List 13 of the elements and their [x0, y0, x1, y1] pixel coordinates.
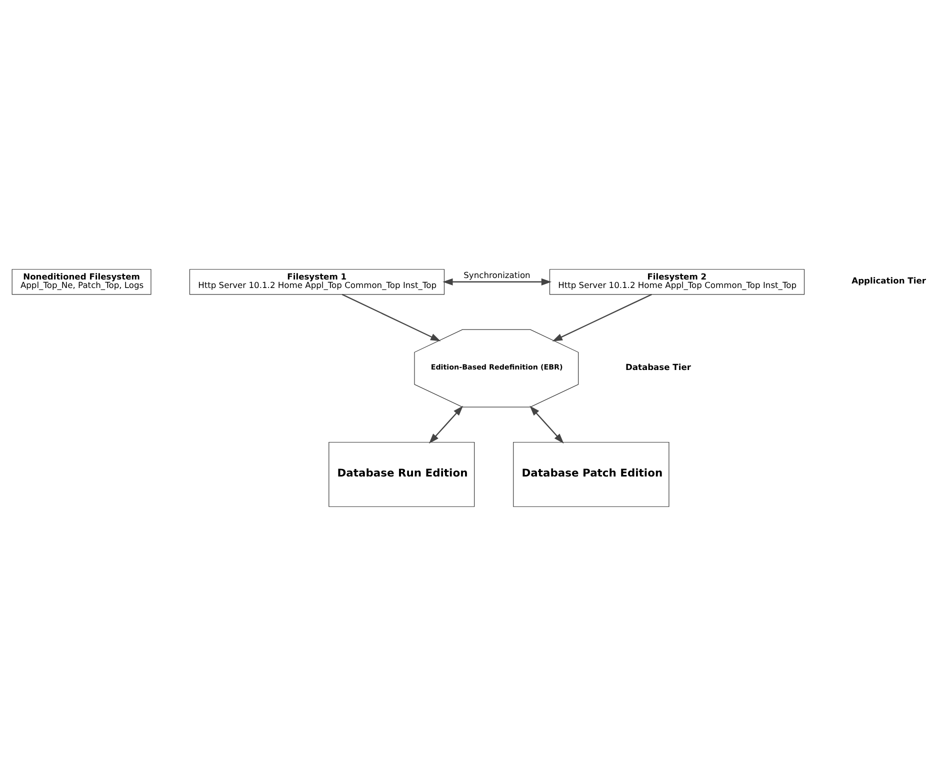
arrow: [428, 405, 464, 444]
arrow: [342, 293, 441, 341]
arrow: [442, 278, 552, 285]
node-box: Filesystem 2 Http Server 10.1.2 Home Appl_Top Common_Top Inst_Top: [549, 268, 805, 294]
edge-label: Synchronization: [464, 269, 530, 280]
node-box: Noneditioned Filesystem Appl_Top_Ne, Patch_Top, Logs: [12, 268, 152, 294]
label: Database Tier: [625, 361, 691, 372]
label: Application Tier: [852, 275, 926, 286]
arrow: [530, 405, 564, 444]
arrow: [552, 293, 652, 341]
node-box: Filesystem 1 Http Server 10.1.2 Home Appl_Top Common_Top Inst_Top: [189, 268, 445, 294]
node-box: Database Run Edition: [328, 441, 475, 506]
node-box: Database Patch Edition: [513, 441, 670, 506]
